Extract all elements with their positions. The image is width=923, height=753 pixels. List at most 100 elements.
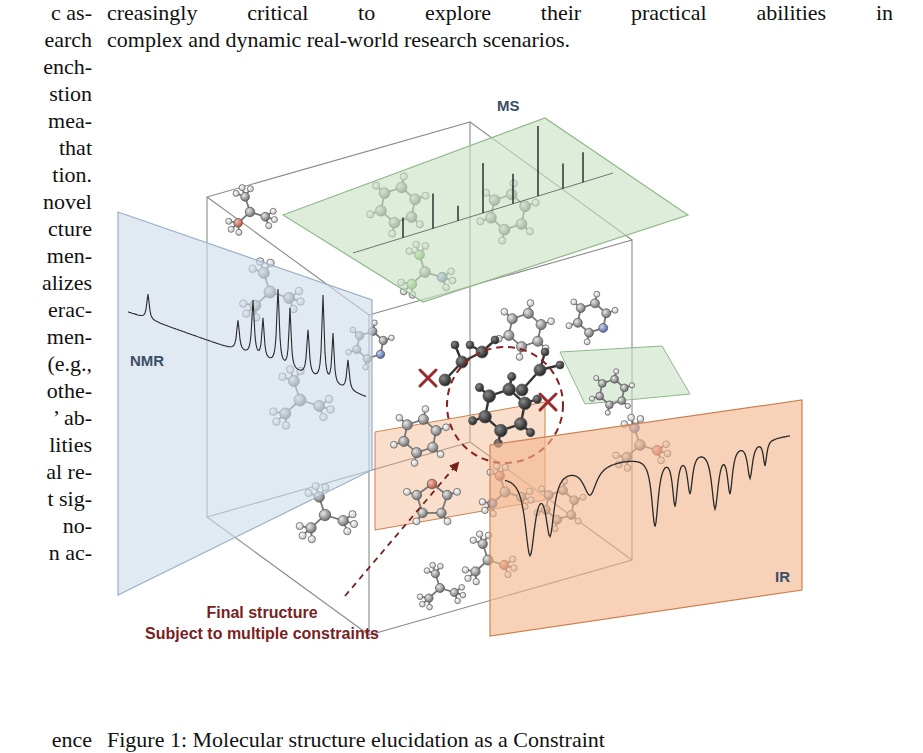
atom [228,226,234,232]
atom [424,568,430,574]
atom [270,208,276,214]
atom [571,299,577,305]
atom [427,604,433,610]
alkane-molecule [417,562,466,610]
ring-molecule [566,291,618,345]
atom [596,392,604,400]
atom [495,424,508,437]
column-fragment: ’ ab- [0,405,92,431]
atom [614,369,619,374]
ring-molecule [390,406,449,467]
rejected-molecule [439,336,499,386]
atom [239,185,245,191]
atom [247,186,253,192]
atom [501,308,508,315]
atom [491,336,499,344]
ms-panel: MS [283,118,688,302]
atom [236,229,242,235]
atom [556,361,564,369]
atom [625,403,630,408]
atom [399,436,409,446]
atom [637,415,644,422]
reject-cross [420,370,556,410]
column-fragment: erac- [0,297,92,323]
atom [389,335,395,341]
ms-peak [537,126,538,196]
atom [271,217,277,223]
atom [261,212,270,221]
atom [308,536,315,543]
atom [482,507,488,513]
atom [590,299,599,308]
highlighted-molecule [516,348,564,396]
atom [425,594,433,602]
atom [576,304,585,313]
atom [584,339,590,345]
atom [455,598,461,604]
panel-outline [490,400,802,636]
column-fragment: stion [0,81,92,107]
column-fragment: men- [0,324,92,350]
atom [594,375,599,380]
panel-shape [118,212,372,595]
highlighted-molecule [469,372,542,447]
atom [403,488,410,495]
atom [508,372,516,380]
atom [427,479,437,489]
atom [338,515,348,525]
ir-spectrum [505,436,790,556]
column-fragment: mea- [0,108,92,134]
atom [466,341,474,349]
atom [417,594,423,600]
atom [454,488,461,495]
panel-outline [283,118,688,302]
atom [437,451,444,458]
atom [402,420,412,430]
atom [483,390,496,403]
atom [241,192,250,201]
column-fragment: al re- [0,459,92,485]
atom [473,578,479,584]
atom [465,575,471,581]
column-fragment: earch [0,27,92,53]
atom [226,218,232,224]
atom [296,522,303,529]
atom [412,490,422,500]
ms-peak [512,174,513,204]
figure-caption: Figure 1: Molecular structure elucidatio… [107,727,605,753]
atom [476,346,488,358]
atom [612,307,618,313]
atom [589,396,594,401]
nmr-panel: NMR [118,212,372,595]
atom [462,567,468,573]
atom [602,309,611,318]
ms-peak [562,163,563,188]
atom [439,374,451,386]
atom [519,397,532,410]
atom [478,539,487,548]
panel-outline [118,212,372,595]
atom [422,406,429,413]
body-line: complex and dynamic real-world research … [107,27,570,53]
ms-peak [432,193,433,228]
atom [390,441,397,448]
body-line: creasingly critical to explore their pra… [107,0,893,26]
ring-molecule [589,369,634,415]
atom [599,323,608,332]
ms-peak [482,163,483,213]
atom [245,207,255,217]
atom [533,336,543,346]
atom [459,585,465,591]
atom [411,460,418,467]
atom [536,319,546,329]
atom [299,532,306,539]
atom [443,424,450,431]
atom [548,318,555,325]
atom [319,509,330,520]
atom [234,218,243,227]
atom [379,336,387,344]
atom [233,190,239,196]
atom [469,417,477,425]
atom [566,323,572,329]
atom [629,383,634,388]
